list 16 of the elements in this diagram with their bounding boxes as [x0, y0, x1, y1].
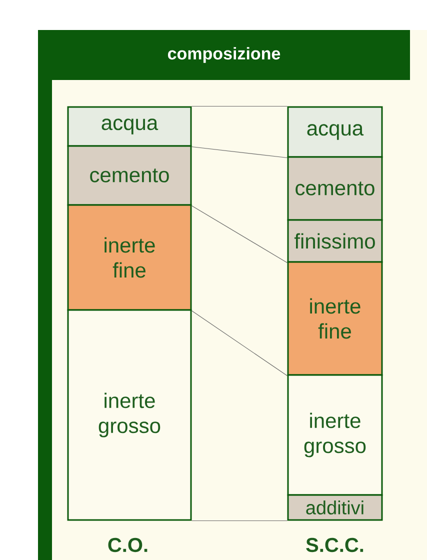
layer-box: inerte fine [67, 204, 192, 311]
layer-box: inerte fine [287, 261, 383, 376]
connector-line [191, 205, 288, 264]
column-label: S.C.C. [306, 538, 364, 552]
layer-box: finissimo [287, 219, 383, 263]
connector-line [191, 520, 288, 522]
layer-box: cemento [287, 156, 383, 221]
connector-line [191, 106, 288, 107]
layer-box: additivi [287, 494, 383, 521]
connector-line [191, 310, 288, 376]
connector-line [191, 146, 288, 158]
layer-box: acqua [67, 106, 192, 147]
layer-box: inerte grosso [67, 309, 192, 521]
layer-box: cemento [67, 145, 192, 206]
layer-box: inerte grosso [287, 374, 383, 496]
layer-box: acqua [287, 106, 383, 158]
